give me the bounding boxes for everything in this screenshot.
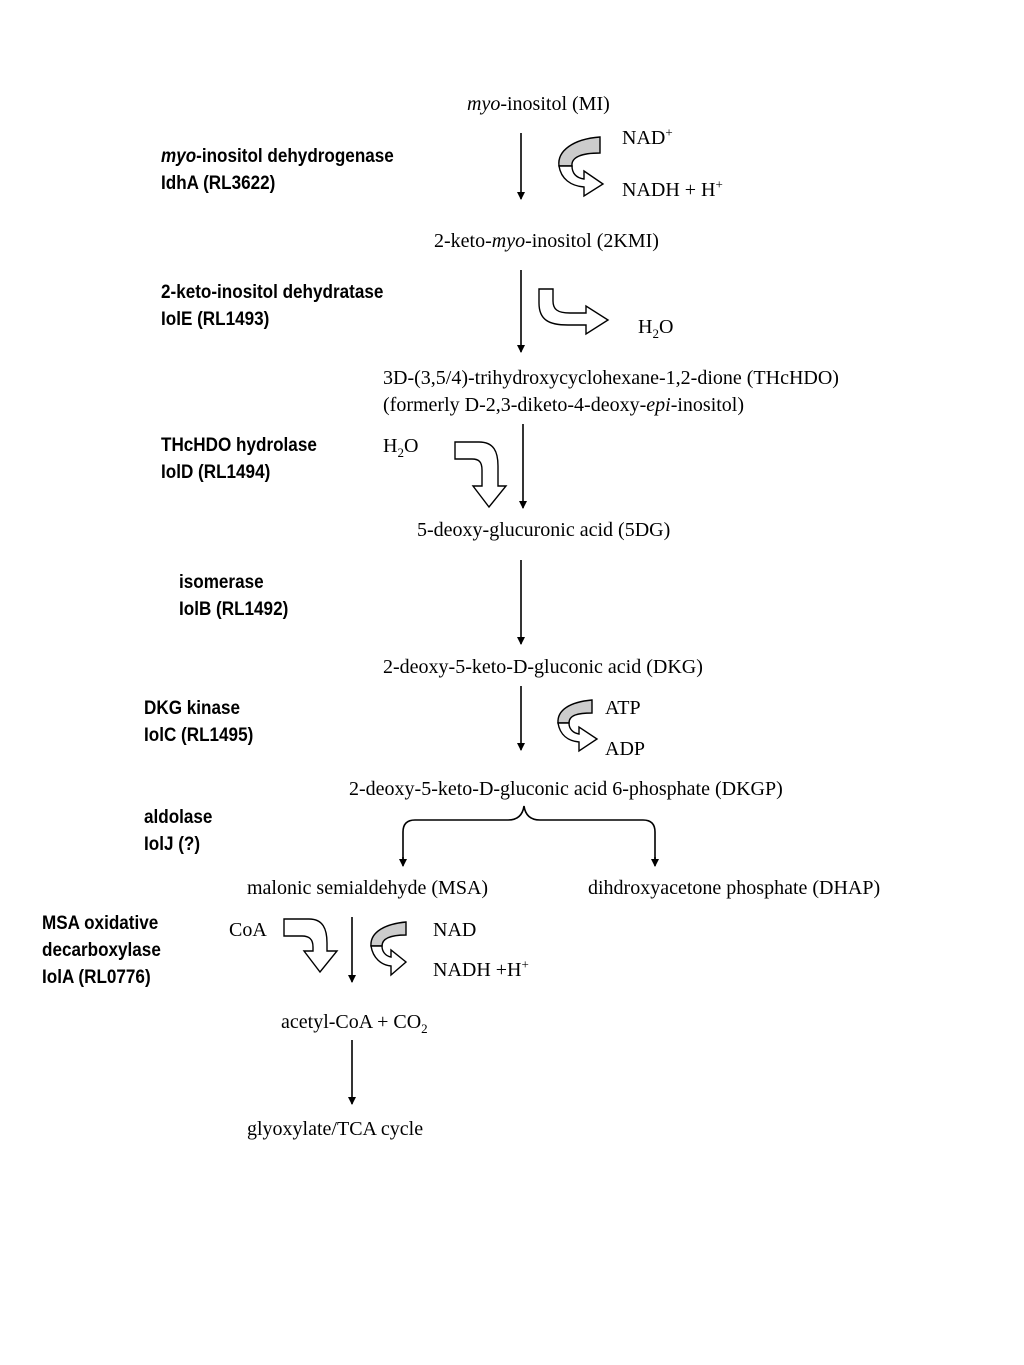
metabolite-acetyl-coa-co2: acetyl-CoA + CO2 [281,1011,428,1036]
h2o-uptake-arrow [454,441,508,509]
cofactor-arrow-idha-out [558,165,605,198]
cofactor-arrow-iola-out [370,945,408,977]
cofactor-arrow-iola [370,921,407,947]
enzyme-iolb-gene: IolB (RL1492) [179,599,289,620]
cofactor-nad: NAD [433,919,477,941]
metabolite-msa: malonic semialdehyde (MSA) [247,877,489,899]
enzyme-iolj-name: aldolase [144,807,213,828]
cofactor-adp: ADP [605,738,646,760]
h2o-release-arrow [538,288,610,336]
cofactor-arrow-iolc-out [557,722,599,753]
enzyme-iolb-name: isomerase [179,572,264,593]
enzyme-iolc: DKG kinase IolC (RL1495) [144,695,253,749]
cofactor-h2o-released: H2O [638,316,674,341]
metabolite-dhap: dihdroxyacetone phosphate (DHAP) [588,877,881,899]
metabolite-thchdo: 3D-(3,5/4)-trihydroxycyclohexane-1,2-dio… [383,367,839,389]
enzyme-iole: 2-keto-inositol dehydratase IolE (RL1493… [161,279,383,333]
enzyme-iolj-gene: IolJ (?) [144,834,201,855]
enzyme-iolc-name: DKG kinase [144,698,240,719]
enzyme-iola-name-2: decarboxylase [42,940,161,961]
enzyme-iold-name: THcHDO hydrolase [161,435,317,456]
cofactor-nadh-h-plus: NADH + H+ [622,176,723,201]
cofactor-h2o-consumed: H2O [383,435,419,460]
cofactor-arrow-idha [558,136,601,167]
enzyme-idha-name: myo-inositol dehydrogenase [161,146,394,167]
metabolite-dkgp: 2-deoxy-5-keto-D-gluconic acid 6-phospha… [349,778,783,800]
enzyme-idha: myo-inositol dehydrogenase IdhA (RL3622) [161,143,394,197]
metabolite-2-keto-myo-inositol: 2-keto-myo-inositol (2KMI) [434,230,659,252]
metabolite-myo-inositol: myo-inositol (MI) [467,93,610,115]
metabolite-thchdo-former-name: (formerly D-2,3-diketo-4-deoxy-epi-inosi… [383,394,745,416]
enzyme-iole-name: 2-keto-inositol dehydratase [161,282,384,303]
metabolite-5dg: 5-deoxy-glucuronic acid (5DG) [417,519,671,541]
enzyme-iold-gene: IolD (RL1494) [161,462,271,483]
cofactor-coa: CoA [229,919,267,941]
enzyme-iolj: aldolase IolJ (?) [144,804,212,858]
metabolite-dkg: 2-deoxy-5-keto-D-gluconic acid (DKG) [383,656,703,678]
enzyme-iola: MSA oxidative decarboxylase IolA (RL0776… [42,910,161,991]
enzyme-idha-gene: IdhA (RL3622) [161,173,276,194]
enzyme-iold: THcHDO hydrolase IolD (RL1494) [161,432,317,486]
coa-uptake-arrow [283,918,339,974]
enzyme-iola-gene: IolA (RL0776) [42,967,151,988]
cofactor-arrow-iolc [557,699,593,724]
cofactor-nadh-h-plus-2: NADH +H+ [433,956,529,981]
cofactor-atp: ATP [605,697,641,719]
enzyme-iolb: isomerase IolB (RL1492) [179,569,288,623]
metabolite-glyoxylate-tca: glyoxylate/TCA cycle [247,1118,424,1140]
split-brace [402,805,656,865]
cofactor-nad-plus: NAD+ [622,124,673,149]
enzyme-iolc-gene: IolC (RL1495) [144,725,254,746]
enzyme-iole-gene: IolE (RL1493) [161,309,270,330]
enzyme-iola-name-1: MSA oxidative [42,913,159,934]
